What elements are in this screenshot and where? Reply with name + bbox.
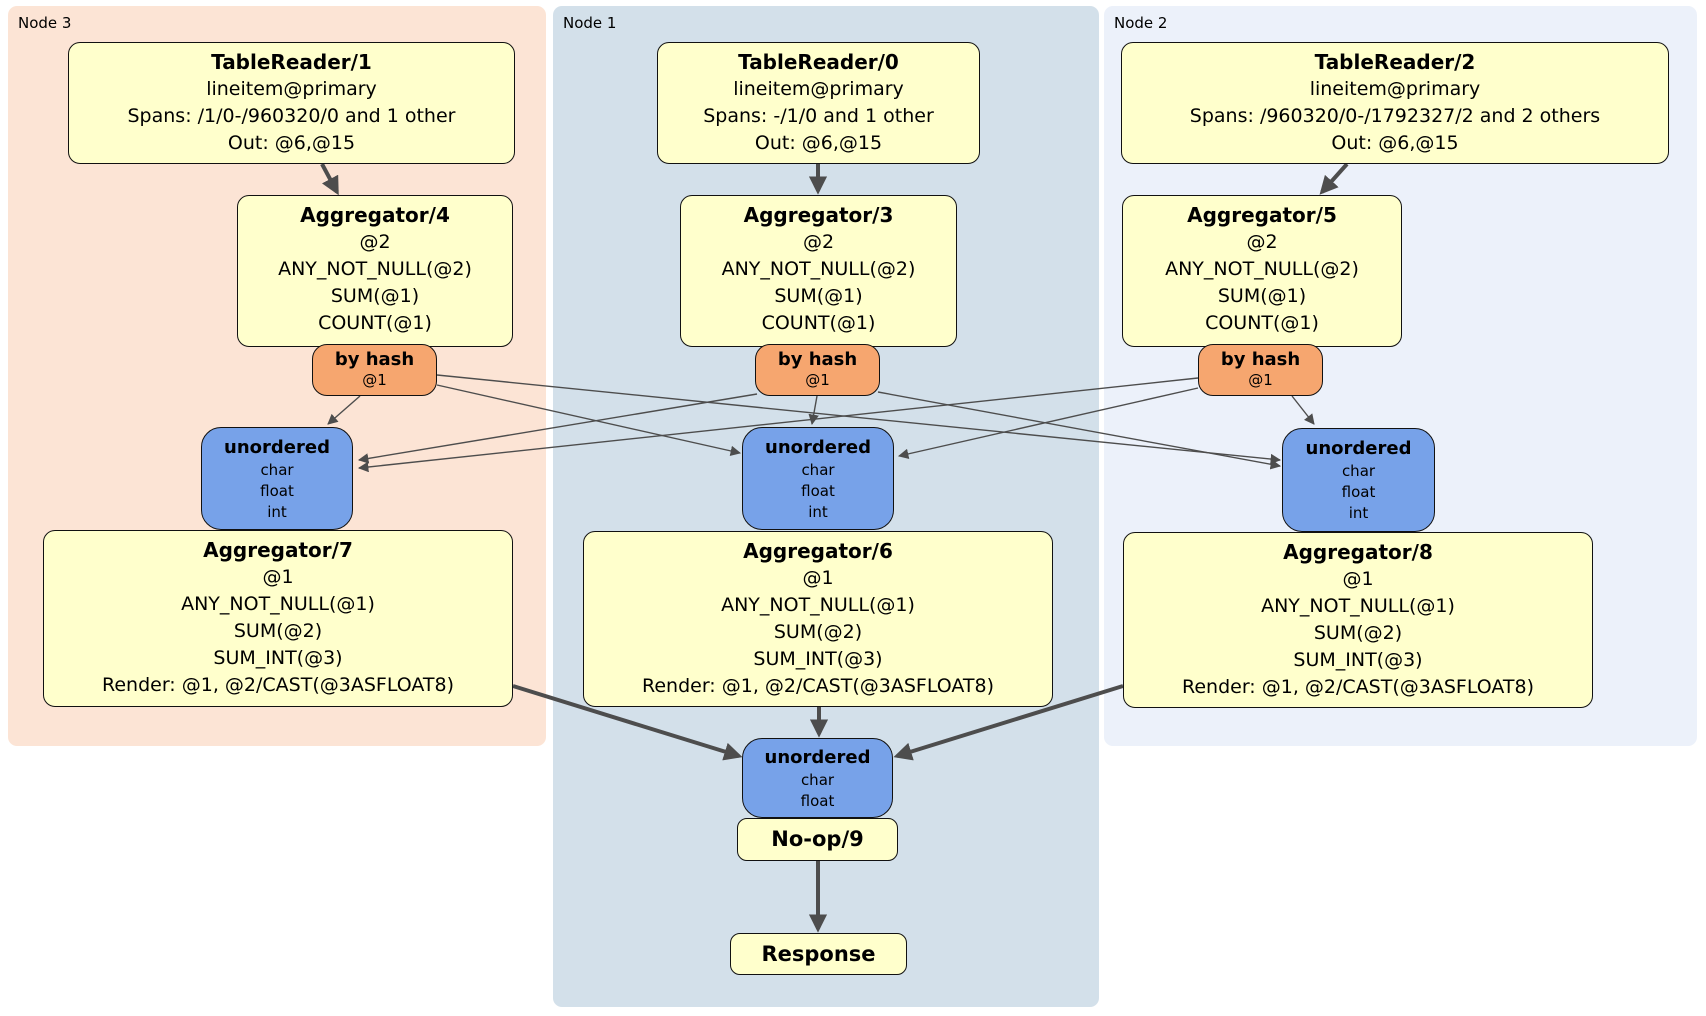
box-line: COUNT(@1): [318, 312, 432, 334]
router-line: @1: [805, 371, 830, 389]
box-line: ANY_NOT_NULL(@1): [1261, 595, 1455, 617]
box-line: Render: @1, @2/CAST(@3ASFLOAT8): [642, 675, 994, 697]
box-line: SUM(@1): [1217, 285, 1307, 307]
box-line: ANY_NOT_NULL(@2): [278, 258, 472, 280]
box-line: Out: @6,@15: [754, 132, 883, 154]
box-title: TableReader/1: [211, 50, 372, 74]
unordered-sync-final: unordered char float: [742, 738, 893, 818]
sync-line: float: [260, 481, 294, 500]
box-line: lineitem@primary: [206, 78, 377, 100]
box-line: SUM(@1): [330, 285, 420, 307]
box-line: Spans: -/1/0 and 1 other: [703, 105, 934, 127]
box-title: No-op/9: [771, 827, 864, 851]
box-line: @2: [1246, 231, 1278, 253]
sync-line: int: [1348, 504, 1369, 522]
box-line: ANY_NOT_NULL(@2): [721, 258, 916, 280]
sync-line: float: [1341, 483, 1376, 501]
sync-line: int: [808, 502, 828, 521]
box-line: SUM(@1): [774, 285, 863, 307]
box-line: @1: [262, 566, 294, 588]
aggregator-8-box: Aggregator/8 @1 ANY_NOT_NULL(@1) SUM(@2)…: [1123, 532, 1593, 708]
node3-label: Node 3: [18, 14, 72, 32]
box-title: Aggregator/4: [300, 203, 450, 227]
router-title: by hash: [777, 349, 858, 370]
box-line: lineitem@primary: [1309, 78, 1481, 100]
box-title: TableReader/0: [738, 50, 899, 74]
tablereader-2-box: TableReader/2 lineitem@primary Spans: /9…: [1121, 42, 1669, 164]
box-line: Out: @6,@15: [227, 132, 356, 154]
router-line: @1: [1248, 371, 1273, 389]
router-line: @1: [362, 371, 387, 389]
box-line: SUM(@2): [773, 621, 863, 643]
box-line: COUNT(@1): [761, 312, 876, 334]
sync-title: unordered: [765, 436, 871, 458]
hash-router-right: by hash @1: [1198, 344, 1323, 396]
hash-router-center: by hash @1: [755, 344, 880, 396]
box-line: COUNT(@1): [1205, 312, 1319, 334]
sync-title: unordered: [764, 746, 871, 768]
sync-line: int: [267, 502, 287, 521]
sync-line: char: [800, 770, 835, 789]
box-title: Aggregator/6: [743, 539, 893, 563]
box-line: @1: [802, 567, 834, 589]
sync-title: unordered: [224, 436, 330, 458]
sync-title: unordered: [1305, 438, 1412, 459]
box-line: ANY_NOT_NULL(@2): [1165, 258, 1359, 280]
aggregator-3-box: Aggregator/3 @2 ANY_NOT_NULL(@2) SUM(@1)…: [680, 195, 957, 347]
box-line: ANY_NOT_NULL(@1): [721, 594, 915, 616]
box-line: Render: @1, @2/CAST(@3ASFLOAT8): [102, 674, 454, 696]
box-line: Spans: /1/0-/960320/0 and 1 other: [127, 105, 456, 127]
box-line: SUM(@2): [233, 620, 323, 642]
box-title: TableReader/2: [1314, 50, 1476, 74]
unordered-sync-right: unordered char float int: [1282, 428, 1435, 532]
hash-router-left: by hash @1: [312, 344, 437, 396]
response-box: Response: [730, 933, 907, 975]
box-line: @1: [1342, 568, 1374, 590]
box-title: Aggregator/8: [1283, 540, 1433, 564]
box-line: Render: @1, @2/CAST(@3ASFLOAT8): [1182, 676, 1534, 698]
router-title: by hash: [334, 349, 415, 370]
box-title: Aggregator/3: [743, 203, 894, 227]
sync-line: char: [801, 460, 835, 479]
box-line: SUM(@2): [1313, 622, 1403, 644]
box-title: Aggregator/7: [203, 538, 353, 562]
aggregator-4-box: Aggregator/4 @2 ANY_NOT_NULL(@2) SUM(@1)…: [237, 195, 513, 347]
tablereader-0-box: TableReader/0 lineitem@primary Spans: -/…: [657, 42, 980, 164]
node2-label: Node 2: [1114, 14, 1168, 32]
box-line: SUM_INT(@3): [753, 648, 883, 670]
sync-line: float: [800, 791, 835, 810]
sync-line: char: [260, 460, 294, 479]
box-line: Out: @6,@15: [1331, 132, 1459, 154]
aggregator-7-box: Aggregator/7 @1 ANY_NOT_NULL(@1) SUM(@2)…: [43, 530, 513, 707]
node1-label: Node 1: [563, 14, 617, 32]
sync-line: char: [1341, 462, 1376, 480]
box-line: @2: [359, 231, 391, 253]
unordered-sync-center: unordered char float int: [742, 427, 894, 530]
noop-box: No-op/9: [737, 818, 898, 861]
box-line: @2: [802, 231, 835, 253]
aggregator-5-box: Aggregator/5 @2 ANY_NOT_NULL(@2) SUM(@1)…: [1122, 195, 1402, 347]
box-line: lineitem@primary: [733, 78, 904, 100]
box-line: SUM_INT(@3): [1293, 649, 1423, 671]
box-line: Spans: /960320/0-/1792327/2 and 2 others: [1189, 105, 1601, 127]
aggregator-6-box: Aggregator/6 @1 ANY_NOT_NULL(@1) SUM(@2)…: [583, 531, 1053, 707]
tablereader-1-box: TableReader/1 lineitem@primary Spans: /1…: [68, 42, 515, 164]
router-title: by hash: [1220, 349, 1301, 370]
box-title: Aggregator/5: [1187, 203, 1337, 227]
unordered-sync-left: unordered char float int: [201, 427, 353, 530]
box-line: ANY_NOT_NULL(@1): [181, 593, 375, 615]
sync-line: float: [801, 481, 835, 500]
box-title: Response: [761, 941, 876, 966]
box-line: SUM_INT(@3): [213, 647, 343, 669]
